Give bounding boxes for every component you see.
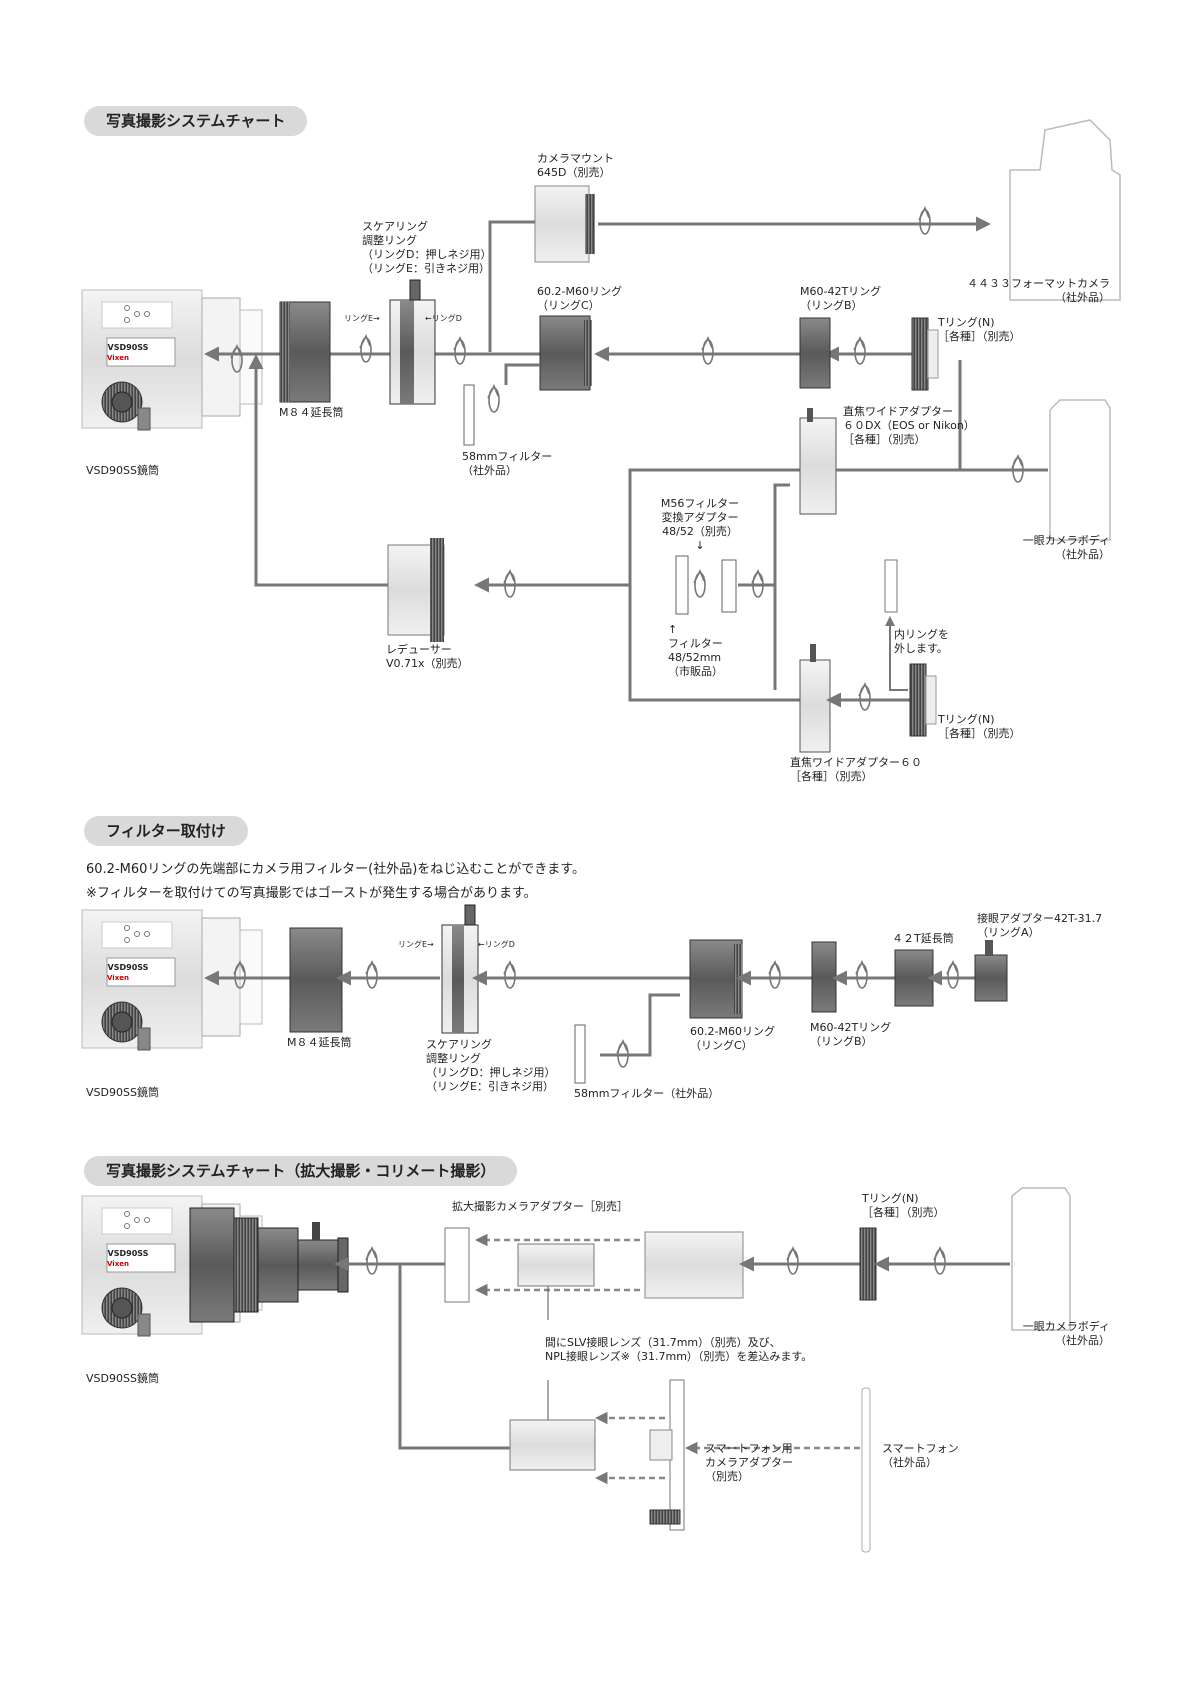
t-ring-label-1: Tリング(N) ［各種］（別売） (938, 316, 1021, 343)
ring-b-label-1: M60-42Tリング （リングB） (800, 285, 882, 312)
t-ring-1 (911, 317, 929, 391)
extension-tube-2 (289, 927, 343, 1033)
ring-c-label-2: 60.2-M60リング （リングC） (690, 1025, 775, 1052)
square-ring-label-1: スケアリング 調整リング （リングD：押しネジ用） （リングE：引きネジ用） (362, 220, 492, 275)
section3-diagram: VSD90SS Vixen (81, 1187, 1071, 1553)
ring-b-label-2: M60-42Tリング （リングB） (810, 1021, 892, 1048)
ring-c-label-1: 60.2-M60リング （リングC） (537, 285, 622, 312)
slr-body-label-1: 一眼カメラボディ （社外品） (1022, 534, 1110, 561)
slr-body-1-silhouette (1049, 399, 1111, 541)
inner-ring-note: 内リングを 外します。 (894, 628, 949, 655)
eyepiece-adapter-42t (974, 954, 1008, 1002)
reducer-label: レデューサー V0.71x（別売） (386, 643, 469, 670)
smartphone-label: スマートフォン （社外品） (882, 1442, 959, 1469)
tube-label-3: VSD90SS鏡筒 (86, 1372, 159, 1385)
filter-note-line1: 60.2-M60リングの先端部にカメラ用フィルター(社外品)をねじ込むことができ… (86, 862, 585, 877)
filter-note-line2: ※フィルターを取付けての写真撮影ではゴーストが発生する場合があります。 (86, 886, 537, 901)
eyepiece-note: 間にSLV接眼レンズ（31.7mm）（別売）及び、 NPL接眼レンズ※（31.7… (545, 1336, 813, 1363)
camera-mount-645d (534, 185, 590, 263)
smartphone-silhouette (861, 1387, 871, 1553)
smartphone-adapter-label: スマートフォン用 カメラアダプター （別売） (705, 1442, 793, 1483)
ring-e-marker-2: リングE→ (398, 940, 434, 949)
tube-badge-2: VSD90SS (108, 963, 149, 972)
camera-4433-label: ４４３３フォーマットカメラ （社外品） (967, 277, 1110, 304)
eyepiece-lens-1 (517, 1243, 595, 1287)
ring-c-2 (689, 939, 743, 1019)
inner-ring (884, 559, 898, 613)
tube-brand-3: Vixen (107, 1260, 129, 1268)
t-ring-label-3: Tリング(N) ［各種］（別売） (862, 1192, 945, 1219)
section1-diagram: VSD90SS Vixen (81, 119, 1121, 753)
ring-d-marker-1: ←リングD (425, 314, 462, 323)
filter-58mm-1 (463, 384, 475, 446)
m56-adapter-label: M56フィルター 変換アダプター 48/52（別売） ↓ (660, 497, 740, 552)
heading-filter-mount: フィルター取付け (84, 816, 248, 846)
heading-system-chart-macro: 写真撮影システムチャート（拡大撮影・コリメート撮影） (84, 1156, 518, 1186)
camera-mount-label: カメラマウント 645D（別売） (537, 152, 614, 179)
extension-tube-label-1: M８４延長筒 (279, 406, 344, 419)
ring-c-1 (539, 315, 591, 391)
filter-58-label-2: 58mmフィルター（社外品） (574, 1087, 720, 1100)
wide-adapter-60dx-label: 直焦ワイドアダプター ６０DX（EOS or Nikon） ［各種］（別売） (843, 405, 975, 446)
macro-adapter (444, 1227, 470, 1303)
filter-4852-label: ↑ フィルター 48/52mm （市販品） (668, 623, 723, 678)
tube-brand-1: Vixen (107, 354, 129, 362)
ring-b-2 (811, 941, 837, 1013)
ring-d-marker-2: ←リングD (478, 940, 515, 949)
macro-visual-back (189, 1207, 349, 1323)
filter-58mm-2 (574, 1024, 586, 1084)
tube-brand-2: Vixen (107, 974, 129, 982)
wide-adapter-60 (799, 659, 831, 753)
t-ring-label-2: Tリング(N) ［各種］（別売） (938, 713, 1021, 740)
extension-tube-label-2: M８４延長筒 (287, 1036, 352, 1049)
ext-42t-label: ４２T延長筒 (892, 932, 954, 945)
extension-42t (894, 949, 934, 1007)
slr-body-3-silhouette (1011, 1187, 1071, 1331)
tube-label-1: VSD90SS鏡筒 (86, 464, 159, 477)
section2-diagram: VSD90SS Vixen (81, 904, 1008, 1084)
square-ring-label-2: スケアリング 調整リング （リングD：押しネジ用） （リングE：引きネジ用） (426, 1038, 556, 1093)
t-ring-2 (909, 663, 927, 737)
ring-b-1 (799, 317, 831, 389)
m56-adapter (721, 559, 737, 613)
tube-label-2: VSD90SS鏡筒 (86, 1086, 159, 1099)
eyepiece-adapter-label: 接眼アダプター42T-31.7 （リングA） (977, 912, 1103, 939)
filter-58-label-1: 58mmフィルター （社外品） (462, 450, 553, 477)
filter-4852 (675, 555, 689, 615)
ring-e-marker-1: リングE→ (344, 314, 380, 323)
camera-4433-silhouette (1009, 119, 1121, 301)
t-ring-3 (859, 1227, 877, 1301)
macro-adapter-label: 拡大撮影カメラアダプター［別売］ (452, 1200, 628, 1213)
heading-system-chart: 写真撮影システムチャート (84, 106, 308, 136)
wide-adapter-60dx (799, 417, 837, 515)
tube-badge-3: VSD90SS (108, 1249, 149, 1258)
eyepiece-lens-2 (509, 1419, 596, 1471)
macro-tube (644, 1231, 744, 1299)
wide-adapter-60-label: 直焦ワイドアダプター６０ ［各種］（別売） (790, 756, 922, 783)
slr-body-label-3: 一眼カメラボディ （社外品） (1022, 1320, 1110, 1347)
tube-badge-1: VSD90SS (108, 343, 149, 352)
